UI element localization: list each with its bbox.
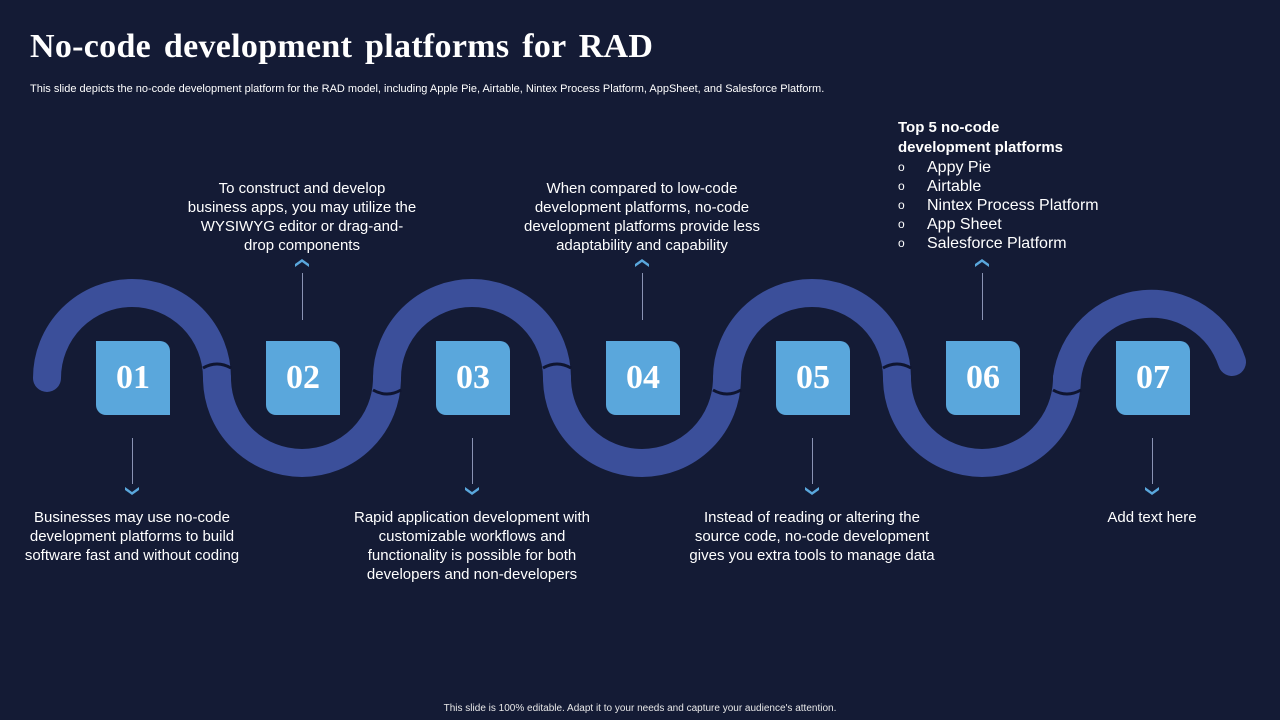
- step-box-04: 04: [606, 341, 680, 415]
- circle-bullet-icon: o: [898, 160, 905, 174]
- connector-line: [1152, 438, 1153, 484]
- list-item: o Appy Pie: [898, 158, 1158, 177]
- step-box-03: 03: [436, 341, 510, 415]
- wave-arc-upper-5: [713, 279, 911, 392]
- chevron-up-icon: [975, 259, 989, 267]
- circle-bullet-icon: o: [898, 198, 905, 212]
- list-item-label: Salesforce Platform: [927, 235, 1067, 252]
- connector-line: [132, 438, 133, 484]
- circle-bullet-icon: o: [898, 236, 905, 250]
- step-05-description: Instead of reading or altering the sourc…: [689, 509, 935, 564]
- chevron-down-icon: [1145, 487, 1159, 495]
- step-box-06: 06: [946, 341, 1020, 415]
- connector-line: [642, 273, 643, 320]
- list-item: o Airtable: [898, 177, 1158, 196]
- wave-arc-lower-6: [883, 364, 1081, 477]
- step-04-description: When compared to low-code development pl…: [524, 180, 760, 254]
- wave-arc-upper-7: [1053, 289, 1246, 392]
- wave-joint: [542, 362, 572, 370]
- step-box-01: 01: [96, 341, 170, 415]
- wave-joint: [202, 362, 232, 370]
- step-box-02: 02: [266, 341, 340, 415]
- connector-line: [982, 273, 983, 320]
- circle-bullet-icon: o: [898, 179, 905, 193]
- list-title: Top 5 no-code development platforms: [898, 119, 1064, 156]
- step-box-07: 07: [1116, 341, 1190, 415]
- slide-footer: This slide is 100% editable. Adapt it to…: [443, 703, 837, 714]
- wave-joint: [372, 388, 402, 396]
- chevron-down-icon: [805, 487, 819, 495]
- step-02-description: To construct and develop business apps, …: [187, 180, 417, 254]
- wave-arc-upper-3: [373, 279, 571, 392]
- list-item-label: Airtable: [927, 178, 982, 195]
- slide-title: No-code development platforms for RAD: [30, 28, 654, 65]
- list-item-label: Appy Pie: [927, 159, 992, 176]
- chevron-down-icon: [465, 487, 479, 495]
- wave-arc-upper-1: [33, 279, 231, 392]
- list-item: o App Sheet: [898, 215, 1158, 234]
- connector-line: [472, 438, 473, 484]
- step-box-05: 05: [776, 341, 850, 415]
- chevron-up-icon: [635, 259, 649, 267]
- list-item: o Salesforce Platform: [898, 234, 1158, 253]
- wave-joint: [712, 388, 742, 396]
- wave-joint: [882, 362, 912, 370]
- step-03-description: Rapid application development with custo…: [354, 509, 590, 583]
- wave-arc-lower-2: [203, 364, 401, 477]
- wave-arc-lower-4: [543, 364, 741, 477]
- chevron-down-icon: [125, 487, 139, 495]
- list-item-label: App Sheet: [927, 216, 1002, 233]
- list-item-label: Nintex Process Platform: [927, 197, 1099, 214]
- chevron-up-icon: [295, 259, 309, 267]
- list-item: o Nintex Process Platform: [898, 196, 1158, 215]
- wave-joint: [1052, 388, 1082, 396]
- slide-subtitle: This slide depicts the no-code developme…: [30, 83, 825, 95]
- step-01-description: Businesses may use no-code development p…: [24, 509, 240, 564]
- step-07-description: Add text here: [1107, 509, 1197, 526]
- connector-line: [812, 438, 813, 484]
- connector-line: [302, 273, 303, 320]
- circle-bullet-icon: o: [898, 217, 905, 231]
